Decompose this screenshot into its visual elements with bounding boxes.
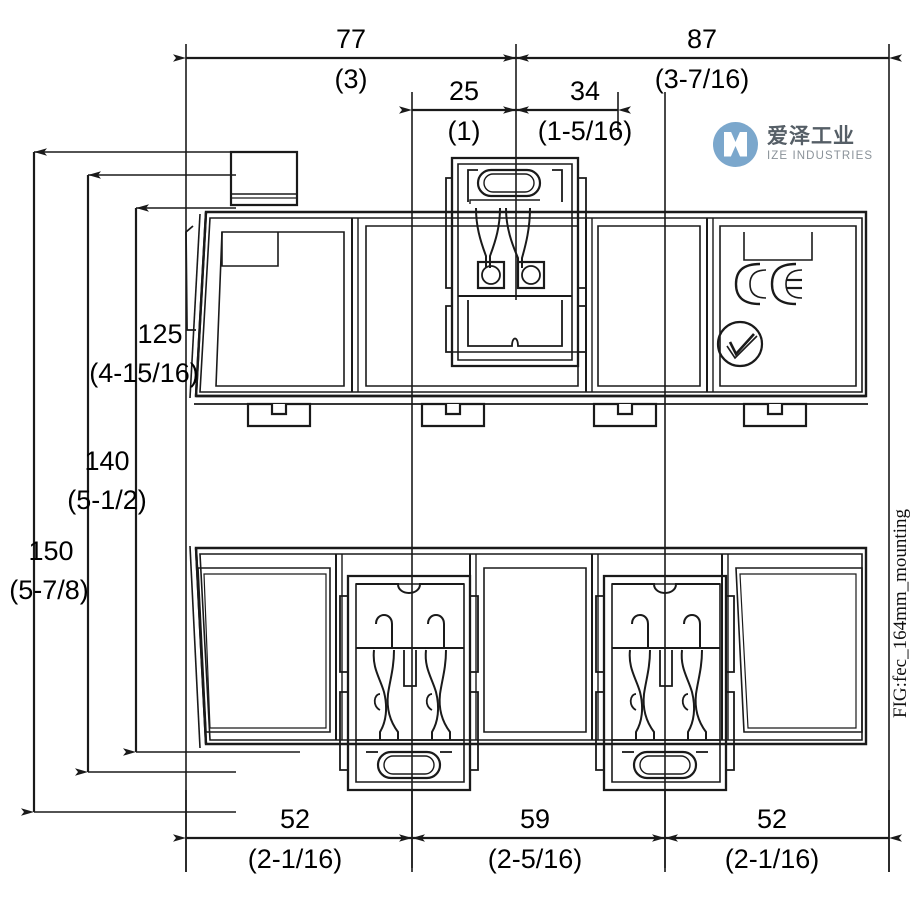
dim-59-inch: (2-5/16) [488, 844, 583, 874]
dim-52a-inch: (2-1/16) [248, 844, 343, 874]
dim-87-mm: 87 [687, 24, 717, 54]
top-mounting-tab [229, 150, 299, 207]
dim-34-mm: 34 [570, 76, 600, 106]
dim-25-mm: 25 [449, 76, 479, 106]
dimension-labels: 77 (3) 87 (3-7/16) 25 (1) 34 (1-5/16) 12… [9, 24, 819, 874]
bottom-terminal-block-left [339, 574, 479, 792]
dim-140-inch: (5-1/2) [67, 485, 147, 515]
dimension-arrows [21, 54, 902, 842]
dim-125-mm: 125 [137, 319, 182, 349]
device-outline [185, 210, 868, 749]
dim-140-mm: 140 [84, 446, 129, 476]
dim-34-inch: (1-5/16) [538, 116, 633, 146]
dim-125-inch: (4-15/16) [89, 358, 199, 388]
top-terminal-block [445, 156, 587, 368]
dim-77-inch: (3) [335, 64, 368, 94]
dim-150-mm: 150 [28, 536, 73, 566]
dim-150-inch: (5-7/8) [9, 575, 89, 605]
housing-clip-notches [246, 402, 808, 428]
dim-52a-mm: 52 [280, 804, 310, 834]
ce-mark-icon [734, 262, 803, 306]
rcm-mark-icon [716, 320, 764, 368]
dim-52b-mm: 52 [757, 804, 787, 834]
dim-59-mm: 59 [520, 804, 550, 834]
dim-87-inch: (3-7/16) [655, 64, 750, 94]
dim-25-inch: (1) [448, 116, 481, 146]
extension-lines [34, 44, 890, 872]
dim-52b-inch: (2-1/16) [725, 844, 820, 874]
dim-77-mm: 77 [336, 24, 366, 54]
bottom-terminal-block-right [595, 574, 735, 792]
figure-label: FIG:fec_164mm_mounting [890, 509, 911, 718]
